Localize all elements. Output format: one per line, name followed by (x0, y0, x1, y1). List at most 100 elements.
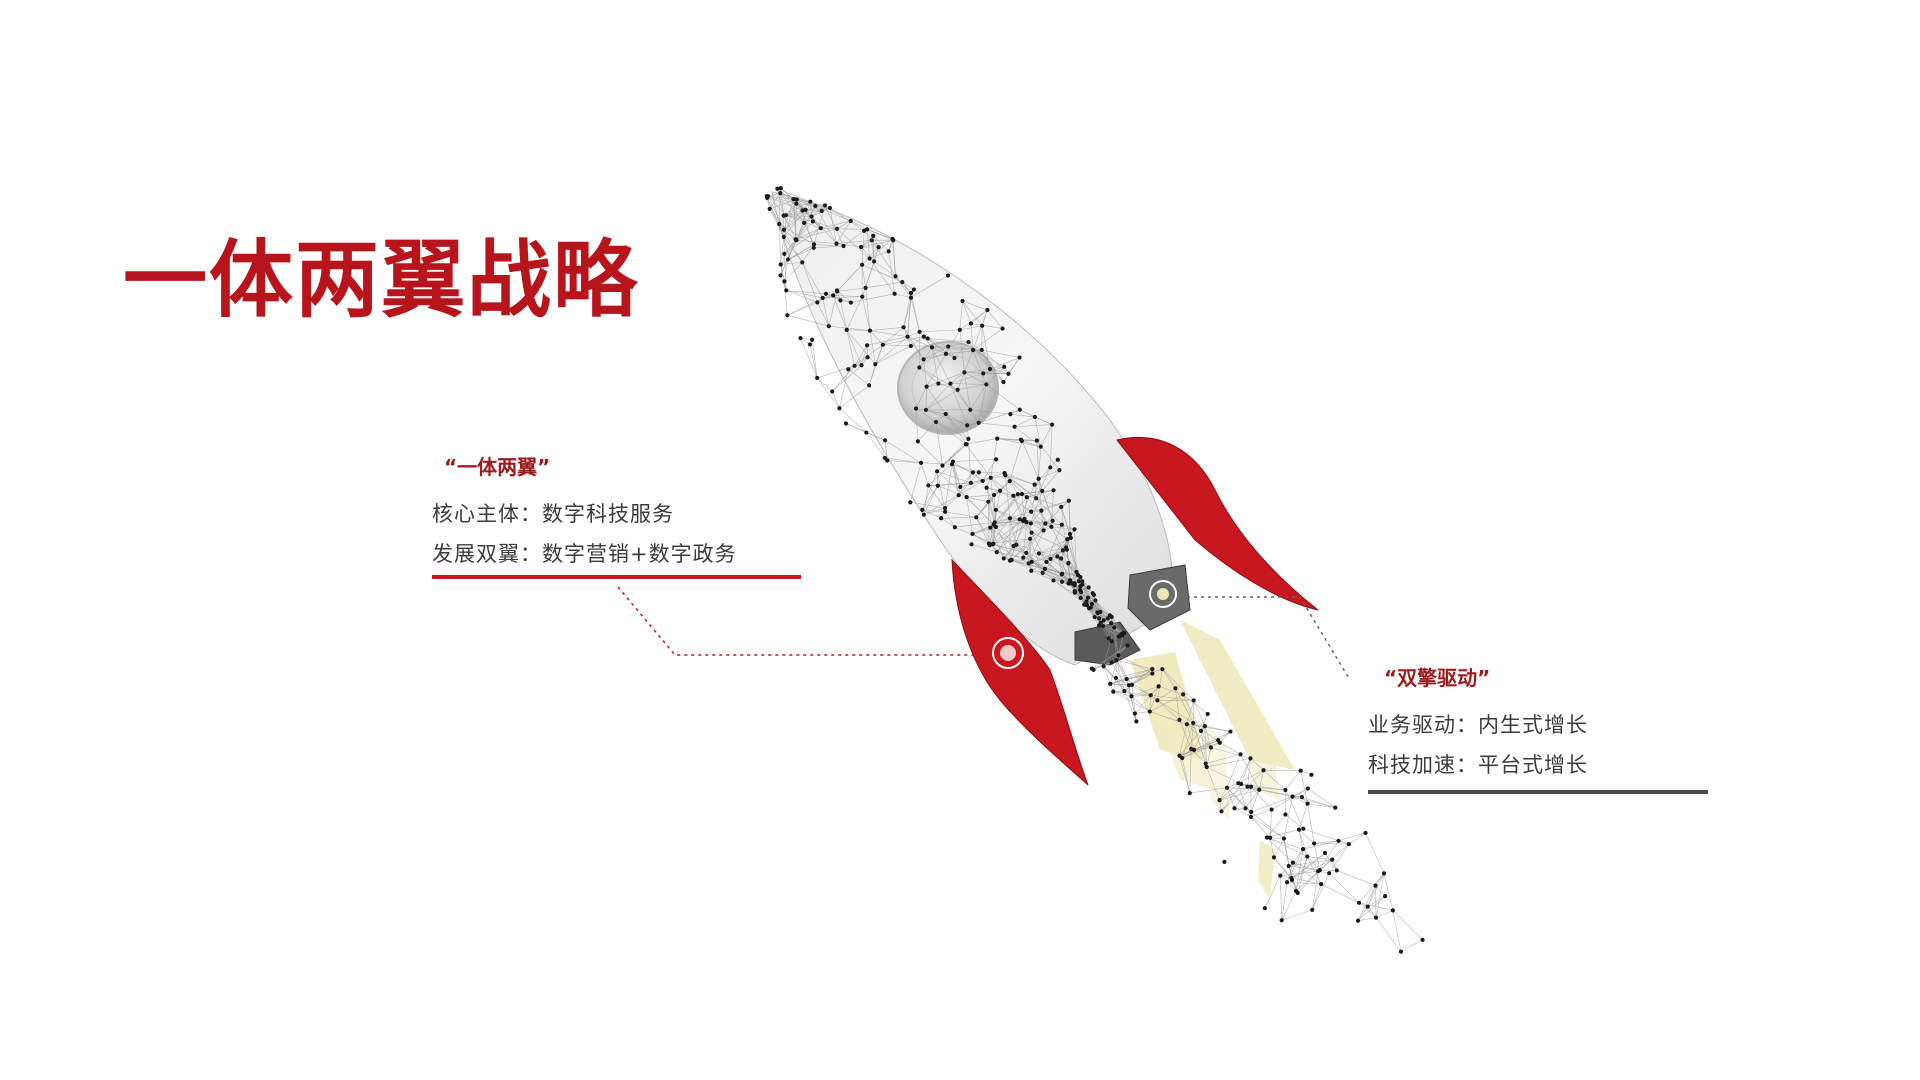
mesh-node (950, 459, 956, 464)
mesh-line (836, 228, 868, 230)
mesh-line (1193, 725, 1206, 751)
mesh-line (1045, 500, 1070, 524)
mesh-node (778, 262, 783, 267)
mesh-line (869, 258, 895, 294)
mesh-node (964, 495, 969, 500)
mesh-line (935, 421, 967, 445)
mesh-line (884, 440, 922, 464)
mesh-line (923, 494, 959, 515)
mesh-line (1124, 690, 1137, 722)
mesh-node (1036, 476, 1041, 481)
mesh-node (945, 273, 951, 278)
mesh-node (892, 291, 897, 296)
mesh-node (819, 208, 824, 214)
mesh-node (1101, 618, 1106, 623)
mesh-line (1038, 446, 1042, 479)
mesh-line (958, 472, 974, 496)
mesh-line (1375, 873, 1385, 918)
mesh-line (787, 314, 829, 327)
mesh-node (1042, 566, 1048, 571)
mesh-line (786, 290, 827, 295)
mesh-node (1107, 613, 1112, 618)
mesh-line (866, 432, 888, 461)
mesh-line (1367, 906, 1377, 918)
mesh-line (1157, 688, 1176, 701)
mesh-node (822, 203, 828, 208)
mesh-line (1038, 553, 1051, 560)
mesh-node (966, 339, 971, 345)
mesh-line (861, 230, 865, 265)
mesh-node (1203, 761, 1208, 766)
mesh-line (972, 328, 1003, 351)
mesh-line (1250, 816, 1285, 839)
mesh-node (1002, 471, 1007, 476)
mesh-line (997, 438, 1022, 442)
mesh-node (1028, 521, 1033, 526)
mesh-line (923, 336, 955, 359)
mesh-node (1264, 835, 1269, 840)
mesh-line (1219, 789, 1260, 801)
mesh-line (867, 229, 893, 240)
mesh-line (950, 373, 984, 384)
mesh-line (945, 329, 961, 354)
mesh-line (1288, 865, 1320, 871)
mesh-node (948, 381, 953, 386)
mesh-node (1191, 698, 1196, 703)
mesh-line (783, 201, 811, 230)
mesh-node (794, 201, 799, 206)
mesh-line (1026, 521, 1047, 563)
mesh-line (1219, 787, 1228, 801)
mesh-node (1059, 522, 1064, 527)
mesh-node (1283, 812, 1288, 817)
mesh-line (1009, 496, 1028, 519)
mesh-line (1266, 829, 1300, 838)
mesh-node (1278, 873, 1283, 878)
mesh-line (836, 243, 862, 248)
mesh-line (769, 208, 785, 238)
mesh-node (1156, 684, 1161, 689)
left-connector (617, 586, 990, 656)
mesh-node (933, 419, 939, 425)
mesh-node (1059, 579, 1065, 584)
mesh-line (1238, 770, 1264, 784)
mesh-line (887, 460, 922, 464)
mesh-node (1181, 692, 1186, 697)
mesh-node (1125, 643, 1130, 648)
mesh-line (1186, 700, 1194, 725)
mesh-line (1219, 782, 1239, 801)
mesh-line (923, 485, 939, 515)
mesh-node (1007, 479, 1012, 484)
mesh-line (970, 309, 988, 324)
mesh-line (1313, 843, 1321, 871)
mesh-node (848, 218, 853, 224)
mesh-node (1098, 620, 1103, 625)
mesh-node (942, 505, 948, 511)
mesh-line (1069, 583, 1095, 618)
mesh-line (993, 493, 1023, 525)
mesh-line (1113, 627, 1117, 661)
mesh-node (1090, 591, 1095, 596)
mesh-line (1383, 873, 1394, 911)
mesh-node (809, 214, 814, 219)
mesh-node (997, 488, 1003, 493)
mesh-node (1080, 579, 1085, 584)
mesh-line (1320, 883, 1360, 904)
mesh-node (1059, 504, 1064, 509)
mesh-line (816, 377, 833, 392)
mesh-line (910, 297, 920, 332)
mesh-node (920, 507, 925, 512)
mesh-node (901, 325, 906, 330)
mesh-node (994, 457, 999, 462)
mesh-node (1001, 379, 1006, 385)
mesh-line (958, 480, 983, 496)
mesh-line (1206, 766, 1242, 785)
mesh-line (1026, 523, 1046, 554)
mesh-line (1070, 537, 1077, 572)
mesh-line (1302, 849, 1322, 885)
mesh-node (952, 525, 957, 530)
mesh-node (1296, 827, 1302, 832)
mesh-line (927, 338, 969, 343)
mesh-line (989, 357, 1020, 370)
mesh-line (1124, 668, 1153, 692)
mesh-line (1311, 871, 1319, 910)
